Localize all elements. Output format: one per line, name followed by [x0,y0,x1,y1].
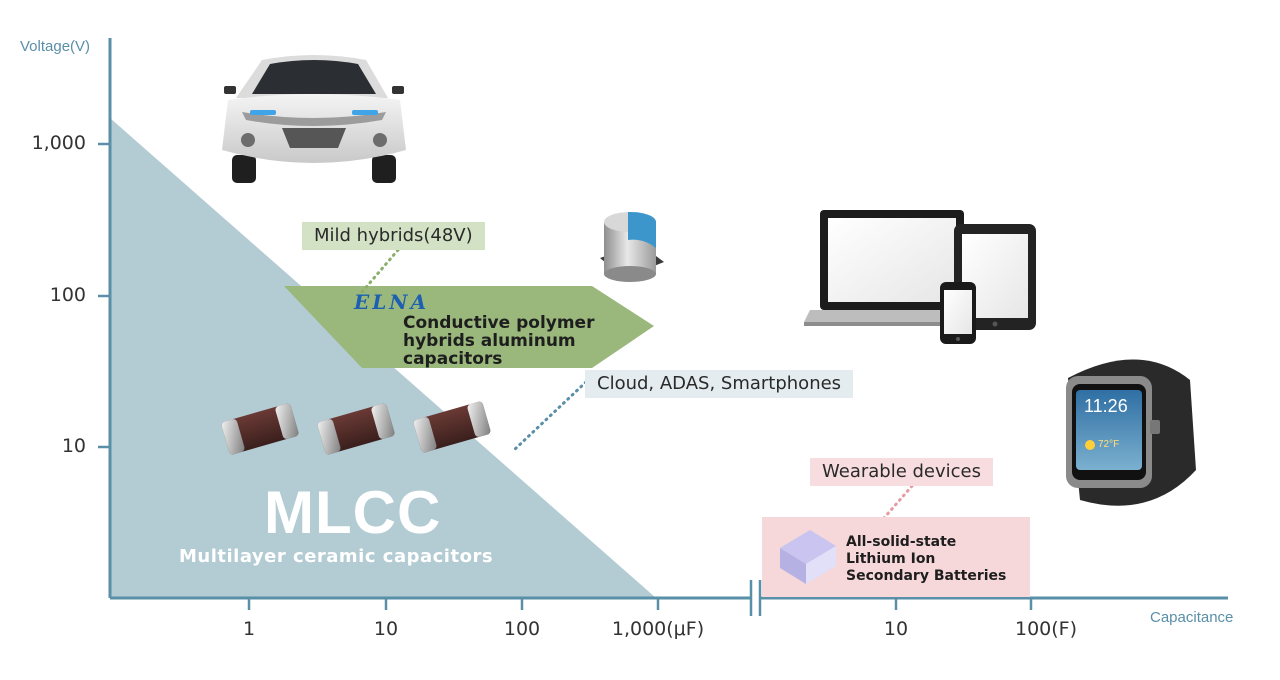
battery-label-line: Secondary Batteries [846,568,1007,584]
x-tick-label: 100(F) [1014,618,1078,640]
laptop-image [804,210,990,326]
mild-hybrids-tag: Mild hybrids(48V) [302,222,485,250]
hybrid-capacitor-label-line: hybrids aluminum [403,331,576,351]
cloud-adas-smartphones-tag: Cloud, ADAS, Smartphones [585,370,854,398]
x-tick-label: 1 [242,618,256,640]
x-tick-label: 10 [883,618,909,640]
smartwatch-image [1066,359,1196,506]
hybrid-capacitor-label-line: Conductive polymer [403,313,595,333]
mlcc-chip-icon [413,401,491,453]
x-axis-title: Capacitance [1150,609,1234,626]
battery-label-line: Lithium Ion [846,551,936,567]
battery-cell-icon [780,530,836,584]
x-tick-label: 1,000(μF) [611,618,705,640]
mlcc-chip-icon [317,403,395,455]
mlcc-title: MLCC [264,479,442,546]
mlcc-subtitle: Multilayer ceramic capacitors [179,546,494,567]
wearable-devices-tag: Wearable devices [810,458,994,486]
hybrid-capacitor-label-line: capacitors [403,349,503,369]
watch-time: 11:26 [1084,396,1128,416]
smartphone-image [940,282,976,344]
y-tick-label: 1,000 [31,132,86,154]
elna-logo: ELNA [354,290,430,314]
watch-temperature: 72°F [1098,439,1120,450]
leader-line-wearable [882,484,914,520]
hybrid-capacitor-arrow [284,286,654,368]
y-tick-label: 100 [49,284,86,306]
battery-label: All-solid-state Lithium Ion Secondary Ba… [846,534,1006,585]
y-tick-label: 10 [61,435,86,457]
capacitor-image [600,211,664,282]
car-image [222,55,406,183]
x-tick-label: 10 [373,618,399,640]
y-axis-title: Voltage(V) [20,38,91,55]
mlcc-chip-icon [221,403,299,455]
battery-label-line: All-solid-state [846,534,957,550]
x-tick-label: 100 [503,618,541,640]
hybrid-capacitor-label: Conductive polymer hybrids aluminum capa… [403,314,594,368]
leader-line-mild-hybrids [360,248,400,294]
leader-line-cloud [512,380,588,452]
